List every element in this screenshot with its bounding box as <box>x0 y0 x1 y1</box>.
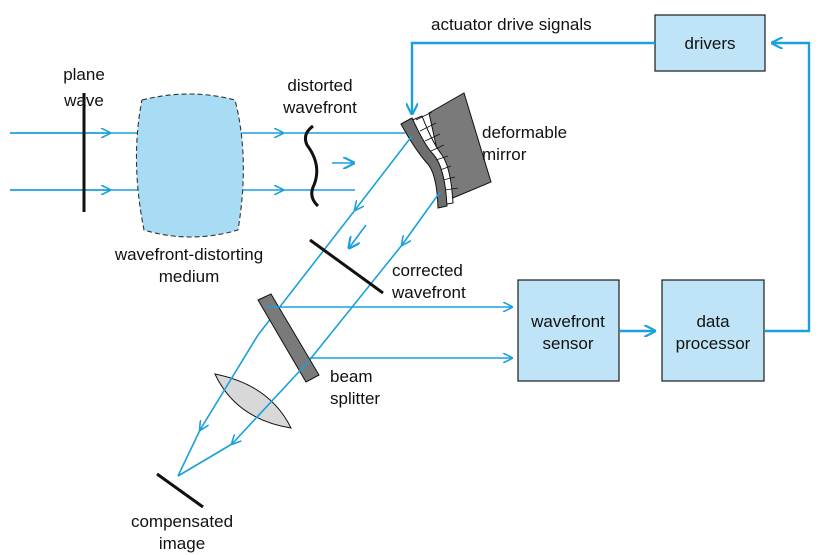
distorted-label-2: wavefront <box>282 98 357 117</box>
deformable-mirror <box>400 92 492 209</box>
beam-splitter-label-1: beam <box>330 367 373 386</box>
sensor-label-1: wavefront <box>530 312 605 331</box>
mirror-label-1: deformable <box>482 123 567 142</box>
plane-wave-label-2: wave <box>63 91 104 110</box>
corrected-direction-arrow <box>349 224 367 248</box>
actuator-label: actuator drive signals <box>431 15 592 34</box>
medium-label-2: medium <box>159 267 219 286</box>
distorting-medium <box>135 93 244 238</box>
beam-splitter-label-2: splitter <box>330 389 380 408</box>
distorted-label-1: distorted <box>287 76 352 95</box>
drivers-label: drivers <box>684 34 735 53</box>
corrected-label-2: wavefront <box>391 283 466 302</box>
image-rays <box>177 334 309 477</box>
data-processor-box <box>661 279 765 382</box>
distorted-wavefront <box>304 124 320 208</box>
wavefront-sensor-box <box>517 279 620 382</box>
compensated-label-1: compensated <box>131 512 233 531</box>
mirror-label-2: mirror <box>482 145 527 164</box>
signal-wiring <box>412 43 811 331</box>
sensor-rays <box>266 307 512 358</box>
plane-wave-label-1: plane <box>63 65 105 84</box>
processor-label-1: data <box>696 312 730 331</box>
medium-label-1: wavefront-distorting <box>114 245 263 264</box>
lens <box>214 373 292 429</box>
corrected-label-1: corrected <box>392 261 463 280</box>
image-plane <box>156 472 204 509</box>
sensor-label-2: sensor <box>542 334 593 353</box>
compensated-label-2: image <box>159 534 205 553</box>
corrected-wavefront <box>309 238 384 295</box>
beam-splitter <box>257 293 320 383</box>
processor-label-2: processor <box>676 334 751 353</box>
